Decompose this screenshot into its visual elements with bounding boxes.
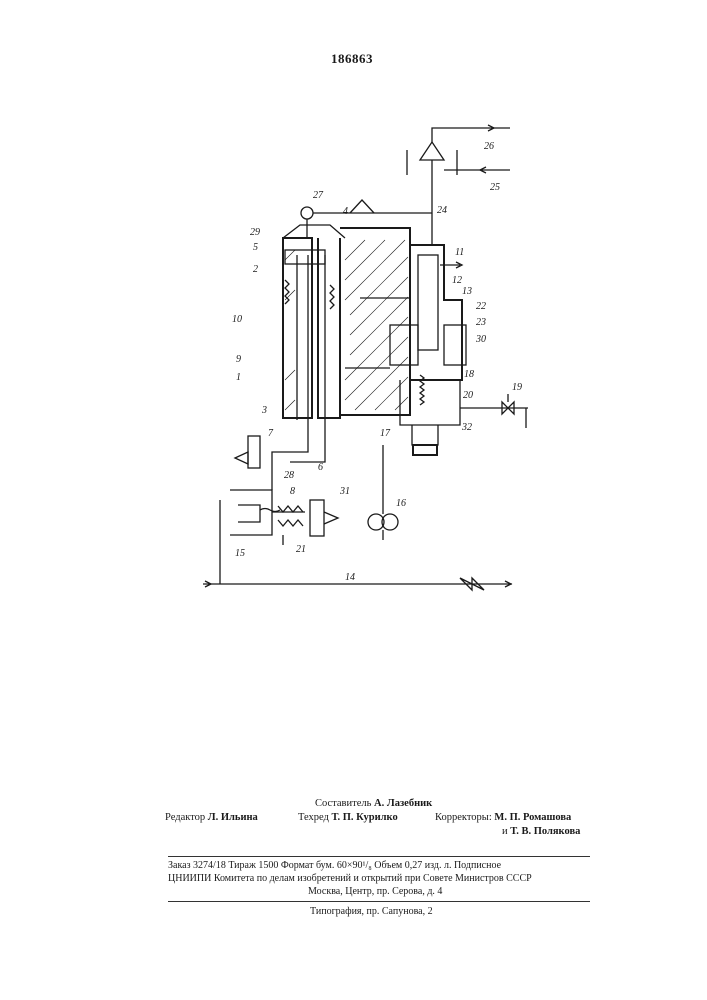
label-24: 24 [437, 205, 447, 216]
figure-labels: 4 27 29 5 2 10 9 1 3 7 28 6 8 31 15 21 1… [232, 141, 522, 583]
label-16: 16 [396, 498, 406, 509]
label-21: 21 [296, 544, 306, 555]
correctors-row: Корректоры: М. П. Ромашова [435, 811, 571, 824]
imprint-line-3: Москва, Центр, пр. Серова, д. 4 [308, 886, 442, 899]
lower-mechanism [220, 430, 338, 584]
label-4: 4 [343, 206, 348, 217]
divider-bottom [168, 901, 590, 902]
compiler-row: Составитель А. Лазебник [315, 797, 432, 810]
imprint-line-1: Заказ 3274/18 Тираж 1500 Формат бум. 60×… [168, 860, 501, 873]
label-19: 19 [512, 382, 522, 393]
label-17: 17 [380, 428, 391, 439]
main-housing [283, 200, 432, 440]
line-14 [203, 578, 512, 590]
label-13: 13 [462, 286, 472, 297]
divider-top [168, 856, 590, 857]
label-5: 5 [253, 242, 258, 253]
label-3: 3 [261, 405, 267, 416]
label-20: 20 [463, 390, 473, 401]
label-29: 29 [250, 227, 260, 238]
label-31: 31 [339, 486, 350, 497]
label-8: 8 [290, 486, 295, 497]
label-1: 1 [236, 372, 241, 383]
label-14: 14 [345, 572, 355, 583]
label-22: 22 [476, 301, 486, 312]
label-6: 6 [318, 462, 323, 473]
label-12: 12 [452, 275, 462, 286]
corrector-2-row: и Т. В. Полякова [502, 825, 580, 838]
label-10: 10 [232, 314, 242, 325]
top-lines [407, 125, 510, 213]
imprint-line-2: ЦНИИПИ Комитета по делам изобретений и о… [168, 873, 532, 886]
label-32: 32 [461, 422, 472, 433]
label-7: 7 [268, 428, 274, 439]
label-25: 25 [490, 182, 500, 193]
label-11: 11 [455, 247, 464, 258]
label-28: 28 [284, 470, 294, 481]
imprint-line-4: Типография, пр. Сапунова, 2 [310, 906, 433, 919]
label-15: 15 [235, 548, 245, 559]
label-23: 23 [476, 317, 486, 328]
label-18: 18 [464, 369, 474, 380]
label-2: 2 [253, 264, 258, 275]
editor-row: Редактор Л. Ильина [165, 811, 258, 824]
right-valve [345, 213, 466, 455]
label-27: 27 [313, 190, 324, 201]
label-26: 26 [484, 141, 494, 152]
techred-row: Техред Т. П. Курилко [298, 811, 398, 824]
label-30: 30 [475, 334, 486, 345]
label-9: 9 [236, 354, 241, 365]
